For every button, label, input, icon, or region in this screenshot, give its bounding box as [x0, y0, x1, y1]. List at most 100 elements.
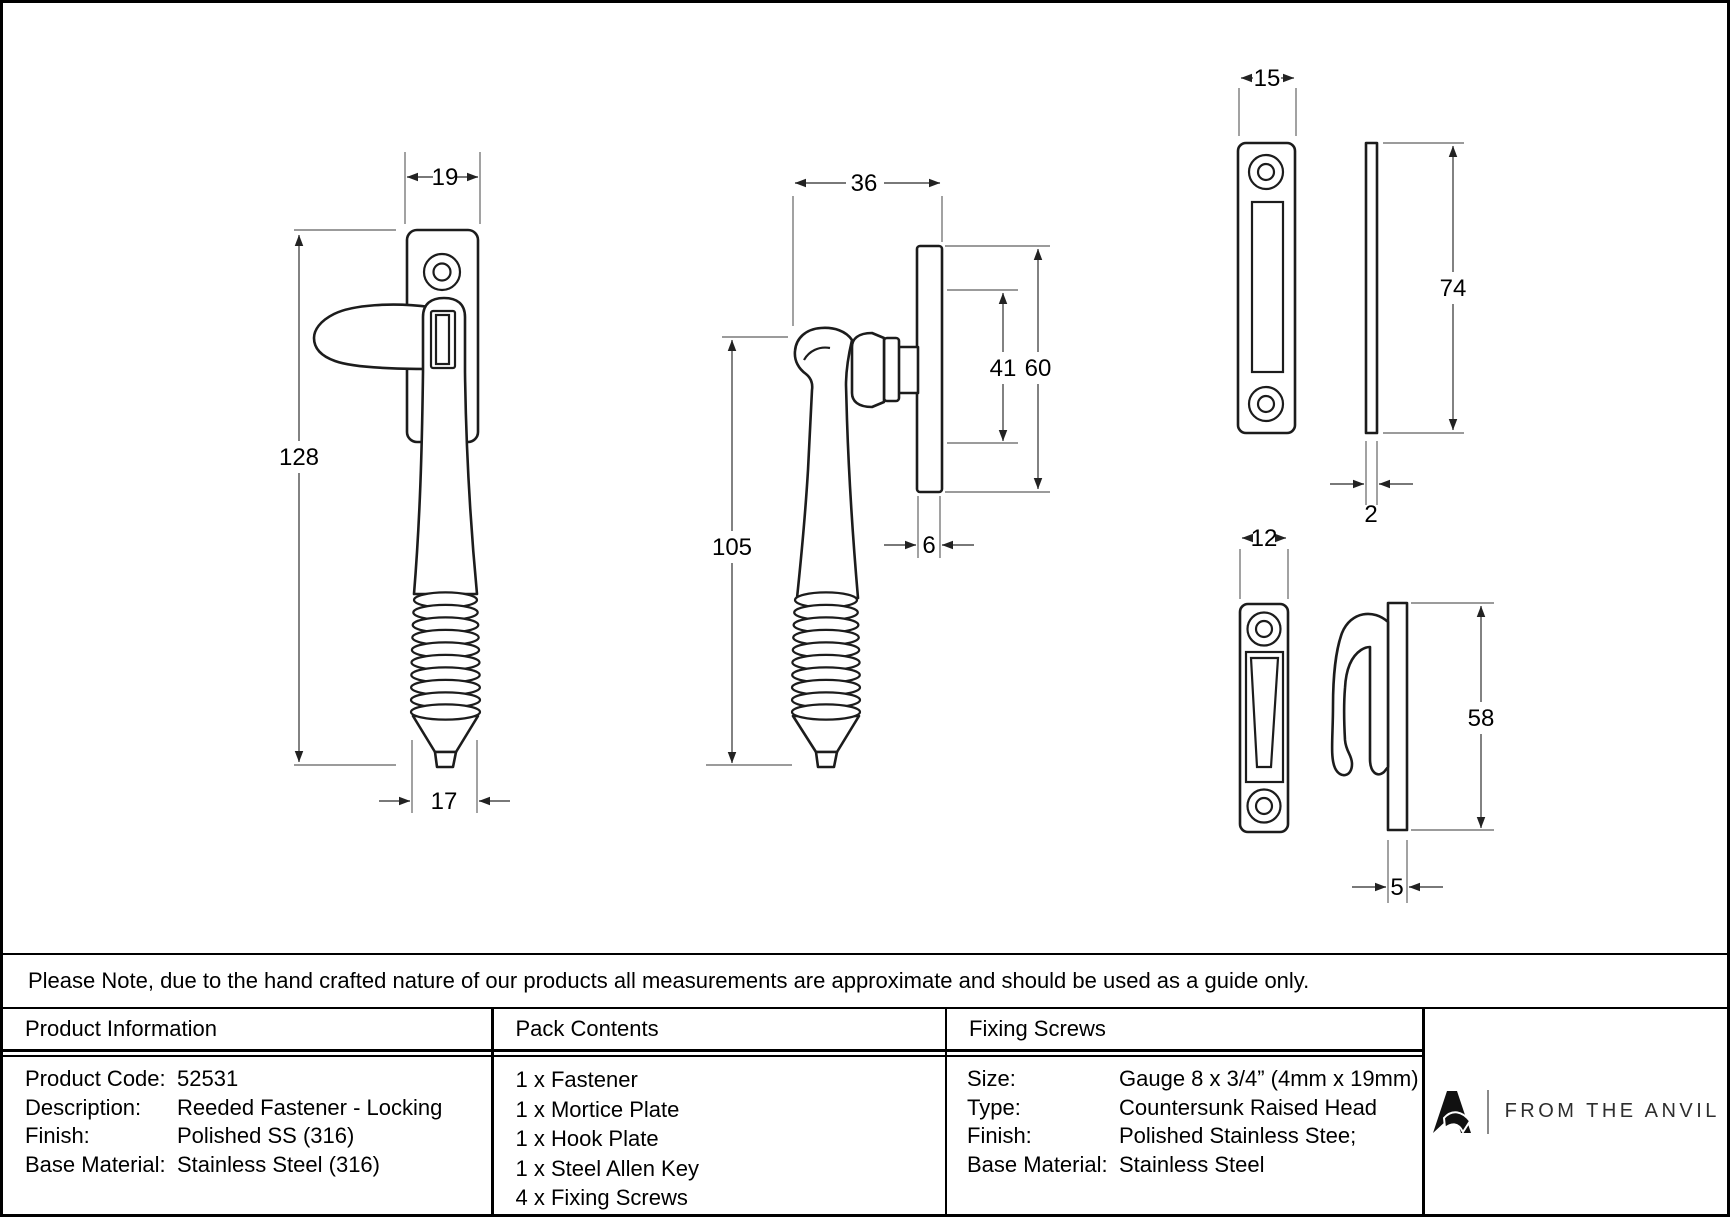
backplate-edge [915, 244, 944, 494]
table-row: Description: Reeded Fastener - Locking [25, 1094, 491, 1123]
dim-front-height: 128 [279, 229, 396, 766]
thumb-groove [803, 346, 831, 361]
screw-size-label: Size: [967, 1066, 1016, 1091]
dim-front-width: 19 [404, 152, 481, 224]
rule-spacer [3, 1051, 491, 1055]
product-info-body: Product Code: 52531 Description: Reeded … [3, 1057, 491, 1214]
hook-profile [1330, 612, 1390, 777]
list-item: 1 x Mortice Plate [515, 1096, 680, 1122]
screw-type-label: Type: [967, 1094, 1021, 1120]
screw-finish-label: Finish: [967, 1123, 1032, 1148]
knob-cap [850, 331, 886, 409]
dim-hook-height: 58 [1411, 602, 1494, 831]
dim-hook-width: 12 [1239, 525, 1289, 599]
dim-label-mortice-height: 74 [1440, 275, 1467, 302]
screw-base-material-label: Base Material: [967, 1151, 1108, 1177]
lever-arm [312, 303, 432, 371]
description-label: Description: [25, 1094, 142, 1120]
table-row: Base Material: Stainless Steel (316) [25, 1151, 491, 1180]
list-item: 1 x Steel Allen Key [515, 1155, 699, 1181]
handle-profile [793, 326, 860, 600]
dim-hook-thickness: 5 [1352, 840, 1443, 903]
brand-divider [1486, 1089, 1489, 1134]
base-material-value: Stainless Steel (316) [177, 1151, 380, 1177]
brand-name: FROM THE ANVIL [1504, 1100, 1720, 1122]
grip-cone [411, 714, 480, 754]
anvil-logo-icon [1432, 1090, 1471, 1134]
dim-side-width: 36 [792, 170, 943, 326]
base-material-label: Base Material: [25, 1151, 166, 1177]
technical-drawings: 19 128 17 [3, 3, 1727, 953]
fixing-screws-body: Size: Gauge 8 x 3/4” (4mm x 19mm) Type: … [947, 1057, 1422, 1214]
dim-label-side-width: 36 [851, 170, 878, 197]
list-item: 4 x Fixing Screws [515, 1185, 688, 1210]
measurement-note: Please Note, due to the hand crafted nat… [3, 953, 1727, 1007]
table-row: Product Code: 52531 [25, 1065, 491, 1094]
hook-plate-drawing: 12 58 5 [1238, 525, 1494, 903]
hub-and-shaft [412, 296, 479, 596]
brand-logo: FROM THE ANVIL [1432, 1089, 1720, 1134]
fixing-screws-header: Fixing Screws [947, 1009, 1422, 1049]
description-value: Reeded Fastener - Locking [177, 1094, 443, 1120]
table-row: Finish: Polished Stainless Stee; [967, 1122, 1422, 1151]
dim-side-plate-height: 60 [945, 245, 1052, 493]
dim-label-handle-length: 105 [712, 534, 752, 561]
dim-side-plate-thickness: 6 [884, 496, 974, 559]
finish-label: Finish: [25, 1123, 90, 1148]
dim-side-inner-height: 41 [947, 289, 1018, 444]
table-row: Base Material: Stainless Steel [967, 1151, 1422, 1180]
table-row: Size: Gauge 8 x 3/4” (4mm x 19mm) [967, 1065, 1422, 1094]
hook-plate-edge [1386, 601, 1409, 832]
list-item: 1 x Fastener [515, 1067, 638, 1092]
dim-front-grip-width: 17 [379, 740, 510, 815]
table-row: Finish: Polished SS (316) [25, 1122, 491, 1151]
dim-side-handle-length: 105 [706, 336, 792, 766]
dim-label-front-width: 19 [432, 164, 459, 191]
hook-slot [1244, 650, 1285, 784]
screw-finish-value: Polished Stainless Stee; [1119, 1123, 1357, 1148]
product-code-label: Product Code: [25, 1066, 166, 1091]
mortice-plate-edge [1364, 141, 1379, 435]
fastener-side-view: 36 105 41 [706, 170, 1052, 769]
info-table: Product Information Pack Contents Fixing… [3, 1007, 1727, 1214]
rule-spacer [947, 1051, 1422, 1055]
dim-label-plate-thickness: 6 [922, 532, 935, 559]
lock-slot [429, 309, 457, 370]
product-info-header: Product Information [3, 1009, 491, 1049]
dim-label-mortice-width: 15 [1254, 65, 1281, 92]
mortice-slot [1250, 200, 1285, 374]
knob-ring [882, 336, 901, 403]
rule-spacer [493, 1051, 945, 1055]
pack-contents-body: 1 x Fastener 1 x Mortice Plate 1 x Hook … [493, 1057, 945, 1214]
dim-label-side-plate-height: 60 [1025, 355, 1052, 382]
list-item: 1 x Hook Plate [515, 1126, 659, 1151]
note-text: Please Note, due to the hand crafted nat… [28, 968, 1310, 993]
finish-value: Polished SS (316) [177, 1123, 355, 1148]
dim-label-mortice-thickness: 2 [1364, 501, 1377, 528]
screw-size-value: Gauge 8 x 3/4” (4mm x 19mm) [1119, 1066, 1419, 1091]
dim-label-front-grip: 17 [431, 788, 458, 815]
grip-cone-side [791, 714, 861, 754]
product-info-header-label: Product Information [25, 1016, 217, 1041]
mortice-plate-drawing: 15 74 2 [1236, 65, 1467, 528]
reeded-grip-side [790, 591, 862, 721]
dim-label-front-height: 128 [279, 444, 319, 471]
dim-label-side-inner: 41 [990, 355, 1017, 382]
dim-mortice-width: 15 [1238, 65, 1297, 136]
screw-type-value: Countersunk Raised Head [1119, 1094, 1378, 1120]
dim-mortice-height: 74 [1383, 142, 1467, 434]
dim-label-hook-thickness: 5 [1390, 874, 1403, 901]
product-code-value: 52531 [177, 1066, 239, 1091]
reeded-grip [409, 591, 482, 721]
table-row: Type: Countersunk Raised Head [967, 1094, 1422, 1123]
grip-tip-side [814, 750, 839, 769]
grip-tip [433, 750, 458, 769]
fastener-front-view: 19 128 17 [279, 152, 510, 815]
screw-hole-center [432, 262, 452, 282]
fixing-screws-header-label: Fixing Screws [969, 1016, 1106, 1041]
pack-contents-header: Pack Contents [493, 1009, 945, 1049]
screw-base-material-value: Stainless Steel [1119, 1151, 1265, 1177]
brand-cell: FROM THE ANVIL [1424, 1009, 1727, 1214]
knob-base [896, 345, 920, 395]
